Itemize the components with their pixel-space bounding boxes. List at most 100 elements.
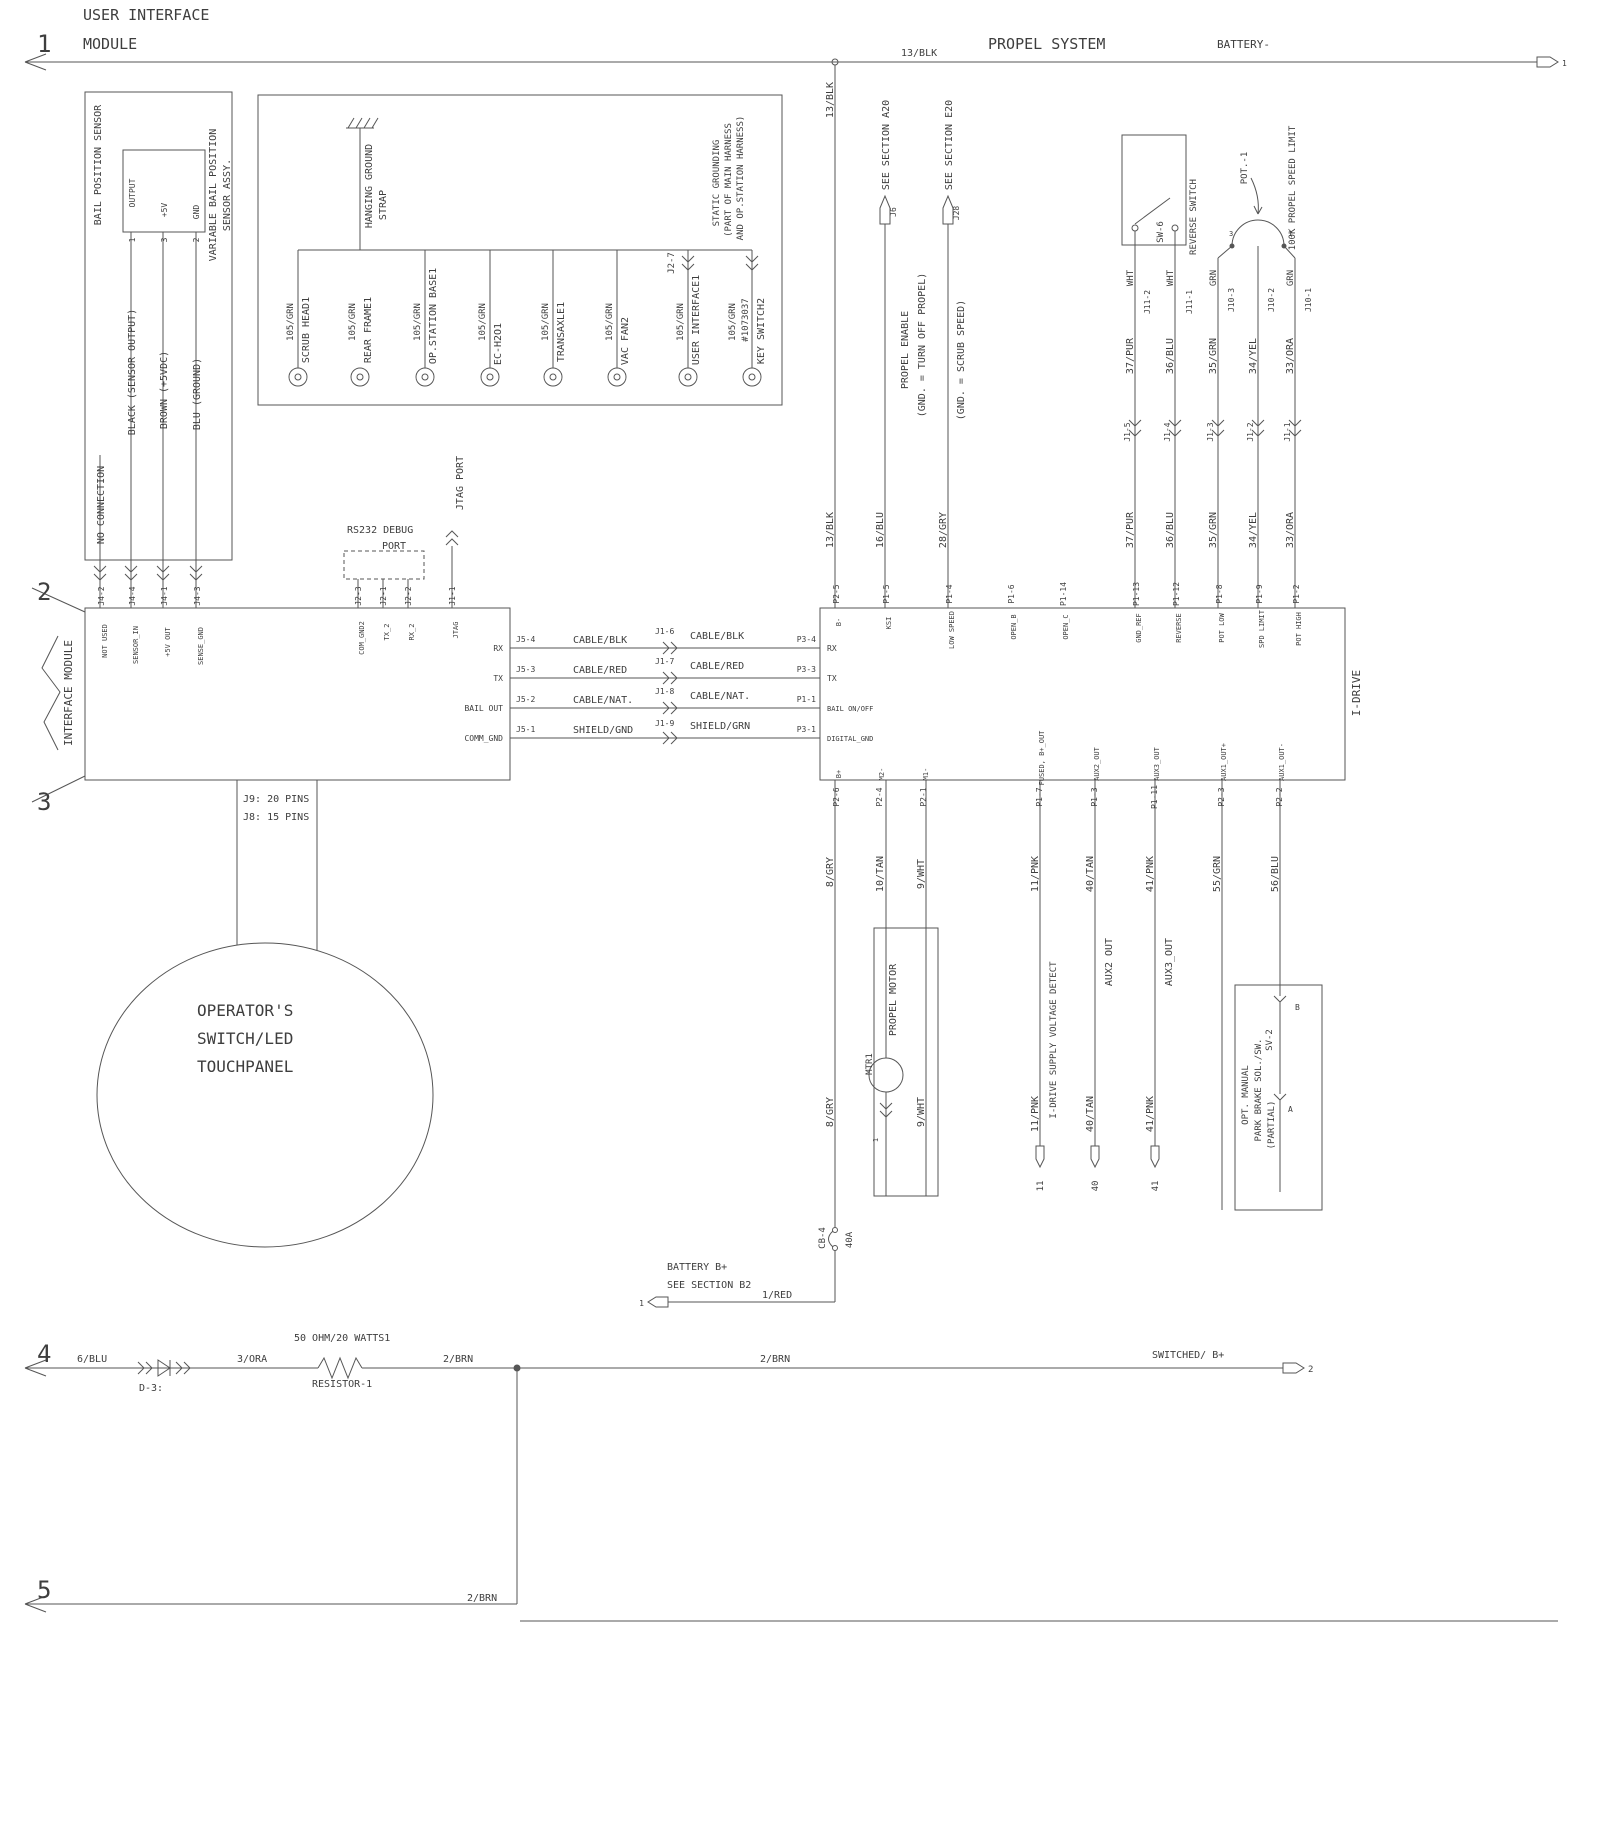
arrow-left-icon <box>24 1359 47 1377</box>
label-p2-2: P2-2 <box>1275 787 1284 806</box>
label-2: 2 <box>192 237 201 242</box>
label-36-blu: 36/BLU <box>1165 338 1176 374</box>
label-jtag: JTAG <box>452 622 460 639</box>
section-marker-3: 3 <box>37 788 51 816</box>
label-105-grn: 105/GRN <box>605 303 615 341</box>
label-p1-9: P1-9 <box>1255 584 1264 603</box>
label-j10-3: J10-3 <box>1227 288 1236 312</box>
bail-position-sensor-assembly <box>84 91 233 608</box>
connector-flag-icon <box>1035 1145 1045 1169</box>
label-cable-nat: CABLE/NAT. <box>690 691 750 702</box>
label-cable-nat: CABLE/NAT. <box>573 695 633 706</box>
chevron-down-icon <box>1251 419 1265 437</box>
label-cable-blk: CABLE/BLK <box>690 631 744 642</box>
diode-icon <box>157 1359 171 1377</box>
label-j1-5: J1-5 <box>1123 422 1132 441</box>
propel-motor-group <box>868 780 939 1197</box>
label-see-section-e20: SEE SECTION E20 <box>944 100 955 190</box>
connector-flag-icon <box>647 1296 669 1308</box>
label-j1-9: J1-9 <box>655 719 674 728</box>
interface-module-block <box>31 587 511 803</box>
label-j10-2: J10-2 <box>1267 288 1276 312</box>
label-j1-6: J1-6 <box>655 627 674 636</box>
label-2-brn: 2/BRN <box>443 1354 473 1365</box>
label-j6: J6 <box>889 207 898 217</box>
label-j1-8: J1-8 <box>655 687 674 696</box>
label-35-grn: 35/GRN <box>1208 338 1219 374</box>
label-j2-7: J2-7 <box>667 252 677 274</box>
label-105-grn: 105/GRN <box>541 303 551 341</box>
label-gnd-turn-off-propel: (GND. = TURN OFF PROPEL) <box>917 273 928 418</box>
label-d-3: D-3: <box>139 1383 163 1394</box>
connector-flag-icon <box>1150 1145 1160 1169</box>
chevron-up-icon <box>445 530 459 546</box>
label-black-sensor-output: BLACK (SENSOR OUTPUT) <box>127 309 138 435</box>
chevron-right-icon <box>137 1361 153 1375</box>
label-p2-1: P2-1 <box>919 787 928 806</box>
chevron-right-icon <box>175 1361 191 1375</box>
label-p1-12: P1-12 <box>1172 582 1181 606</box>
label-a: A <box>1288 1105 1293 1114</box>
label-pot-1: POT.-1 <box>1240 152 1250 185</box>
label-j1-2: J1-2 <box>1246 422 1255 441</box>
label-j9-20-pins: J9: 20 PINS <box>243 794 309 805</box>
label-40-tan: 40/TAN <box>1085 856 1096 892</box>
label-cable-blk: CABLE/BLK <box>573 635 627 646</box>
label-j5-4: J5-4 <box>516 635 535 644</box>
label-shield-grn: SHIELD/GRN <box>690 721 750 732</box>
label-port: PORT <box>382 541 406 552</box>
label-28-gry: 28/GRY <box>938 512 949 548</box>
rs232-jtag-ports <box>343 530 459 608</box>
label-brown-5vdc: BROWN (+5VDC) <box>159 351 170 429</box>
label-bail-out: BAIL OUT <box>464 704 503 713</box>
label-11-pnk: 11/PNK <box>1030 856 1041 892</box>
chevron-down-icon <box>93 565 107 581</box>
label-pot-low: POT LOW <box>1218 612 1226 642</box>
arrow-left-icon <box>24 1595 47 1613</box>
label-1: 1 <box>128 237 137 242</box>
operator-touchpanel <box>96 780 434 1248</box>
label-tx: TX <box>493 674 503 683</box>
label-variable-bail-position: VARIABLE BAIL POSITION <box>208 129 219 261</box>
label-105-grn: 105/GRN <box>286 303 296 341</box>
label-aux1-out: AUX1_OUT- <box>1278 743 1286 781</box>
label-j2-3: J2-3 <box>354 586 363 605</box>
static-grounding-group <box>257 94 783 406</box>
label-37-pur: 37/PUR <box>1125 337 1136 374</box>
label-3: 3 <box>1229 230 1233 238</box>
label-resistor-1: RESISTOR-1 <box>312 1379 372 1390</box>
label-35-grn: 35/GRN <box>1208 512 1219 548</box>
chevron-right-icon <box>662 731 678 745</box>
label-battery: BATTERY- <box>1217 38 1270 51</box>
label-switched-b: SWITCHED/ B+ <box>1152 1350 1224 1361</box>
label-reverse: REVERSE <box>1175 613 1183 643</box>
label-hanging-ground: HANGING GROUND <box>364 144 375 228</box>
label-propel-motor: PROPEL MOTOR <box>888 963 899 1036</box>
chevron-down-icon <box>1211 419 1225 437</box>
chevron-down-icon <box>1273 1093 1287 1101</box>
label-partial: (PARTIAL) <box>1267 1101 1277 1150</box>
label-p1-8: P1-8 <box>1215 584 1224 603</box>
label-shield-gnd: SHIELD/GND <box>573 725 633 736</box>
label-11: 11 <box>1036 1181 1046 1192</box>
label-p1-5: P1-5 <box>882 584 891 603</box>
label-strap: STRAP <box>378 190 389 220</box>
ring-terminal-icon <box>607 367 627 387</box>
label-battery-b: BATTERY B+ <box>667 1262 727 1273</box>
label-1: 1 <box>1288 230 1292 238</box>
label-cb-4: CB-4 <box>818 1227 828 1249</box>
label-p1-13: P1-13 <box>1132 582 1141 606</box>
label-p1-14: P1-14 <box>1059 582 1068 606</box>
chevron-down-icon <box>189 565 203 581</box>
label-j1-7: J1-7 <box>655 657 674 666</box>
battery-b-plus-wire <box>647 780 838 1308</box>
label-p3-3: P3-3 <box>797 665 816 674</box>
speed-limit-pot-group <box>1211 177 1302 608</box>
label-p1-6: P1-6 <box>1007 584 1016 603</box>
ring-terminal-icon <box>678 367 698 387</box>
label-3-ora: 3/ORA <box>237 1354 267 1365</box>
label-9-wht: 9/WHT <box>916 1097 927 1127</box>
label-sv-2: SV-2 <box>1265 1029 1275 1051</box>
i-drive-block <box>819 607 1346 781</box>
label-digital-gnd: DIGITAL_GND <box>827 735 873 743</box>
